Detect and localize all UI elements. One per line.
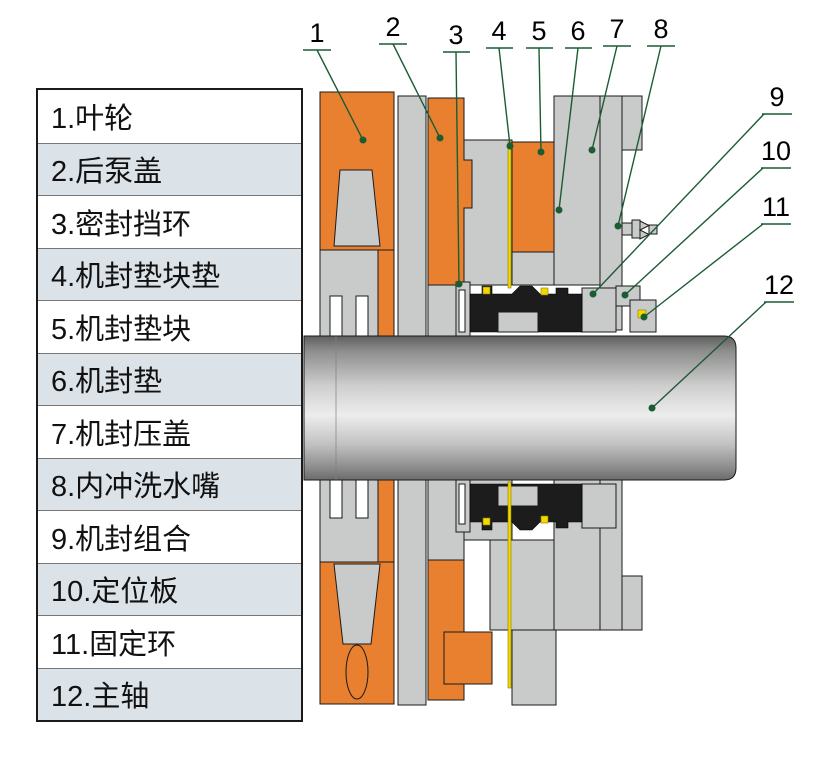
callout-6: 6 xyxy=(555,16,592,214)
legend-item-1: 1.叶轮 xyxy=(51,103,134,136)
housing-step-top xyxy=(511,251,555,286)
callout-number-1: 1 xyxy=(309,18,324,48)
leader-dot xyxy=(614,222,622,230)
leader-dot xyxy=(455,280,463,288)
leader-dot xyxy=(589,290,597,298)
impeller-slot xyxy=(329,473,343,519)
callout-9: 9 xyxy=(589,82,792,298)
nozzle-tip xyxy=(648,224,658,235)
impeller-rim xyxy=(377,249,395,341)
casing-wall-bottom xyxy=(397,479,427,706)
rear-pump-cover-bottom xyxy=(427,559,493,701)
leader-dot xyxy=(648,404,656,412)
callout-number-4: 4 xyxy=(491,16,506,46)
casing-wall-top xyxy=(397,95,427,341)
casing-step-bottom xyxy=(489,539,557,631)
callout-3: 3 xyxy=(443,20,470,288)
impeller-vane-top xyxy=(333,169,381,247)
legend-item-12: 12.主轴 xyxy=(38,667,301,720)
impeller-bottom xyxy=(319,473,395,705)
casing-top xyxy=(397,95,555,341)
legend-item-11: 11.固定环 xyxy=(38,615,301,668)
seal-insert-bottom xyxy=(497,485,539,507)
cover-block-bottom xyxy=(443,631,493,685)
seal-pin-yellow xyxy=(540,287,549,296)
parts-legend: 1.叶轮 2.后泵盖 3.密封挡环 4.机封垫块垫 5.机封垫块 6.机封垫 7… xyxy=(36,88,303,722)
gasket-line-bottom xyxy=(507,481,512,689)
leader-dot xyxy=(436,134,444,142)
nozzle-barbs xyxy=(638,220,651,240)
callout-number-10: 10 xyxy=(761,136,791,166)
callout-4: 4 xyxy=(486,16,514,150)
legend-item-3: 3.密封挡环 xyxy=(38,195,301,248)
callout-1: 1 xyxy=(303,18,367,144)
callout-12: 12 xyxy=(648,270,794,412)
callout-8: 8 xyxy=(614,14,675,230)
seal-pad-block xyxy=(511,141,555,253)
leader-dot xyxy=(621,291,629,299)
callout-number-5: 5 xyxy=(531,16,546,46)
gland-flange-top xyxy=(621,95,643,151)
rear-pump-cover-top xyxy=(427,97,473,286)
seal-pin-yellow xyxy=(482,517,491,526)
callout-number-9: 9 xyxy=(769,82,784,112)
mechanical-seal-top xyxy=(455,281,617,341)
leader-dot xyxy=(506,142,514,150)
impeller-slot xyxy=(355,295,369,341)
shaft-body xyxy=(303,335,737,481)
leader-dot xyxy=(537,148,545,156)
legend-item-10: 10.定位板 xyxy=(38,562,301,615)
leader-dot xyxy=(640,313,648,321)
impeller-nut-bottom xyxy=(345,644,369,700)
main-shaft xyxy=(303,335,737,481)
callout-2: 2 xyxy=(379,12,444,142)
legend-item-8: 8.内冲洗水嘴 xyxy=(38,457,301,510)
impeller-top xyxy=(319,91,395,341)
impeller-slot xyxy=(329,295,343,341)
legend-item-6: 6.机封垫 xyxy=(38,352,301,405)
legend-item-7: 7.机封压盖 xyxy=(38,405,301,458)
seal-pin-yellow xyxy=(482,286,491,295)
callout-number-7: 7 xyxy=(609,14,624,44)
nozzle-body xyxy=(631,219,641,239)
legend-item-4: 4.机封垫块垫 xyxy=(38,247,301,300)
leader-dot xyxy=(588,146,596,154)
seal-pin-yellow xyxy=(540,515,549,524)
leader-dot xyxy=(359,136,367,144)
nozzle-stem xyxy=(621,222,633,236)
gland-top xyxy=(553,95,643,331)
seal-seat-bottom xyxy=(581,483,617,529)
retaining-ring-gap xyxy=(458,483,466,525)
callout-5: 5 xyxy=(526,16,553,156)
seal-seat-top xyxy=(581,287,617,333)
flush-nozzle xyxy=(621,219,658,240)
callout-number-6: 6 xyxy=(570,16,585,46)
callout-number-11: 11 xyxy=(762,192,790,222)
callout-7: 7 xyxy=(588,14,631,154)
gasket-line-top xyxy=(507,141,512,289)
legend-item-5: 5.机封垫块 xyxy=(38,300,301,353)
leader-dot xyxy=(555,206,563,214)
impeller-slot xyxy=(355,473,369,519)
retaining-ring-gap xyxy=(458,289,466,333)
callout-number-8: 8 xyxy=(653,14,668,44)
callout-number-2: 2 xyxy=(385,12,400,42)
callout-10: 10 xyxy=(621,136,791,299)
callout-number-3: 3 xyxy=(448,20,463,50)
legend-item-2: 2.后泵盖 xyxy=(38,142,301,195)
callout-11: 11 xyxy=(640,192,791,321)
gland-flange-bottom xyxy=(621,575,643,631)
seal-insert-top xyxy=(497,311,539,333)
impeller-rim xyxy=(377,473,395,563)
impeller-vane-bottom xyxy=(333,563,381,645)
callout-number-12: 12 xyxy=(764,270,794,300)
legend-item-9: 9.机封组合 xyxy=(38,510,301,563)
casing-foot-bottom xyxy=(511,629,557,706)
